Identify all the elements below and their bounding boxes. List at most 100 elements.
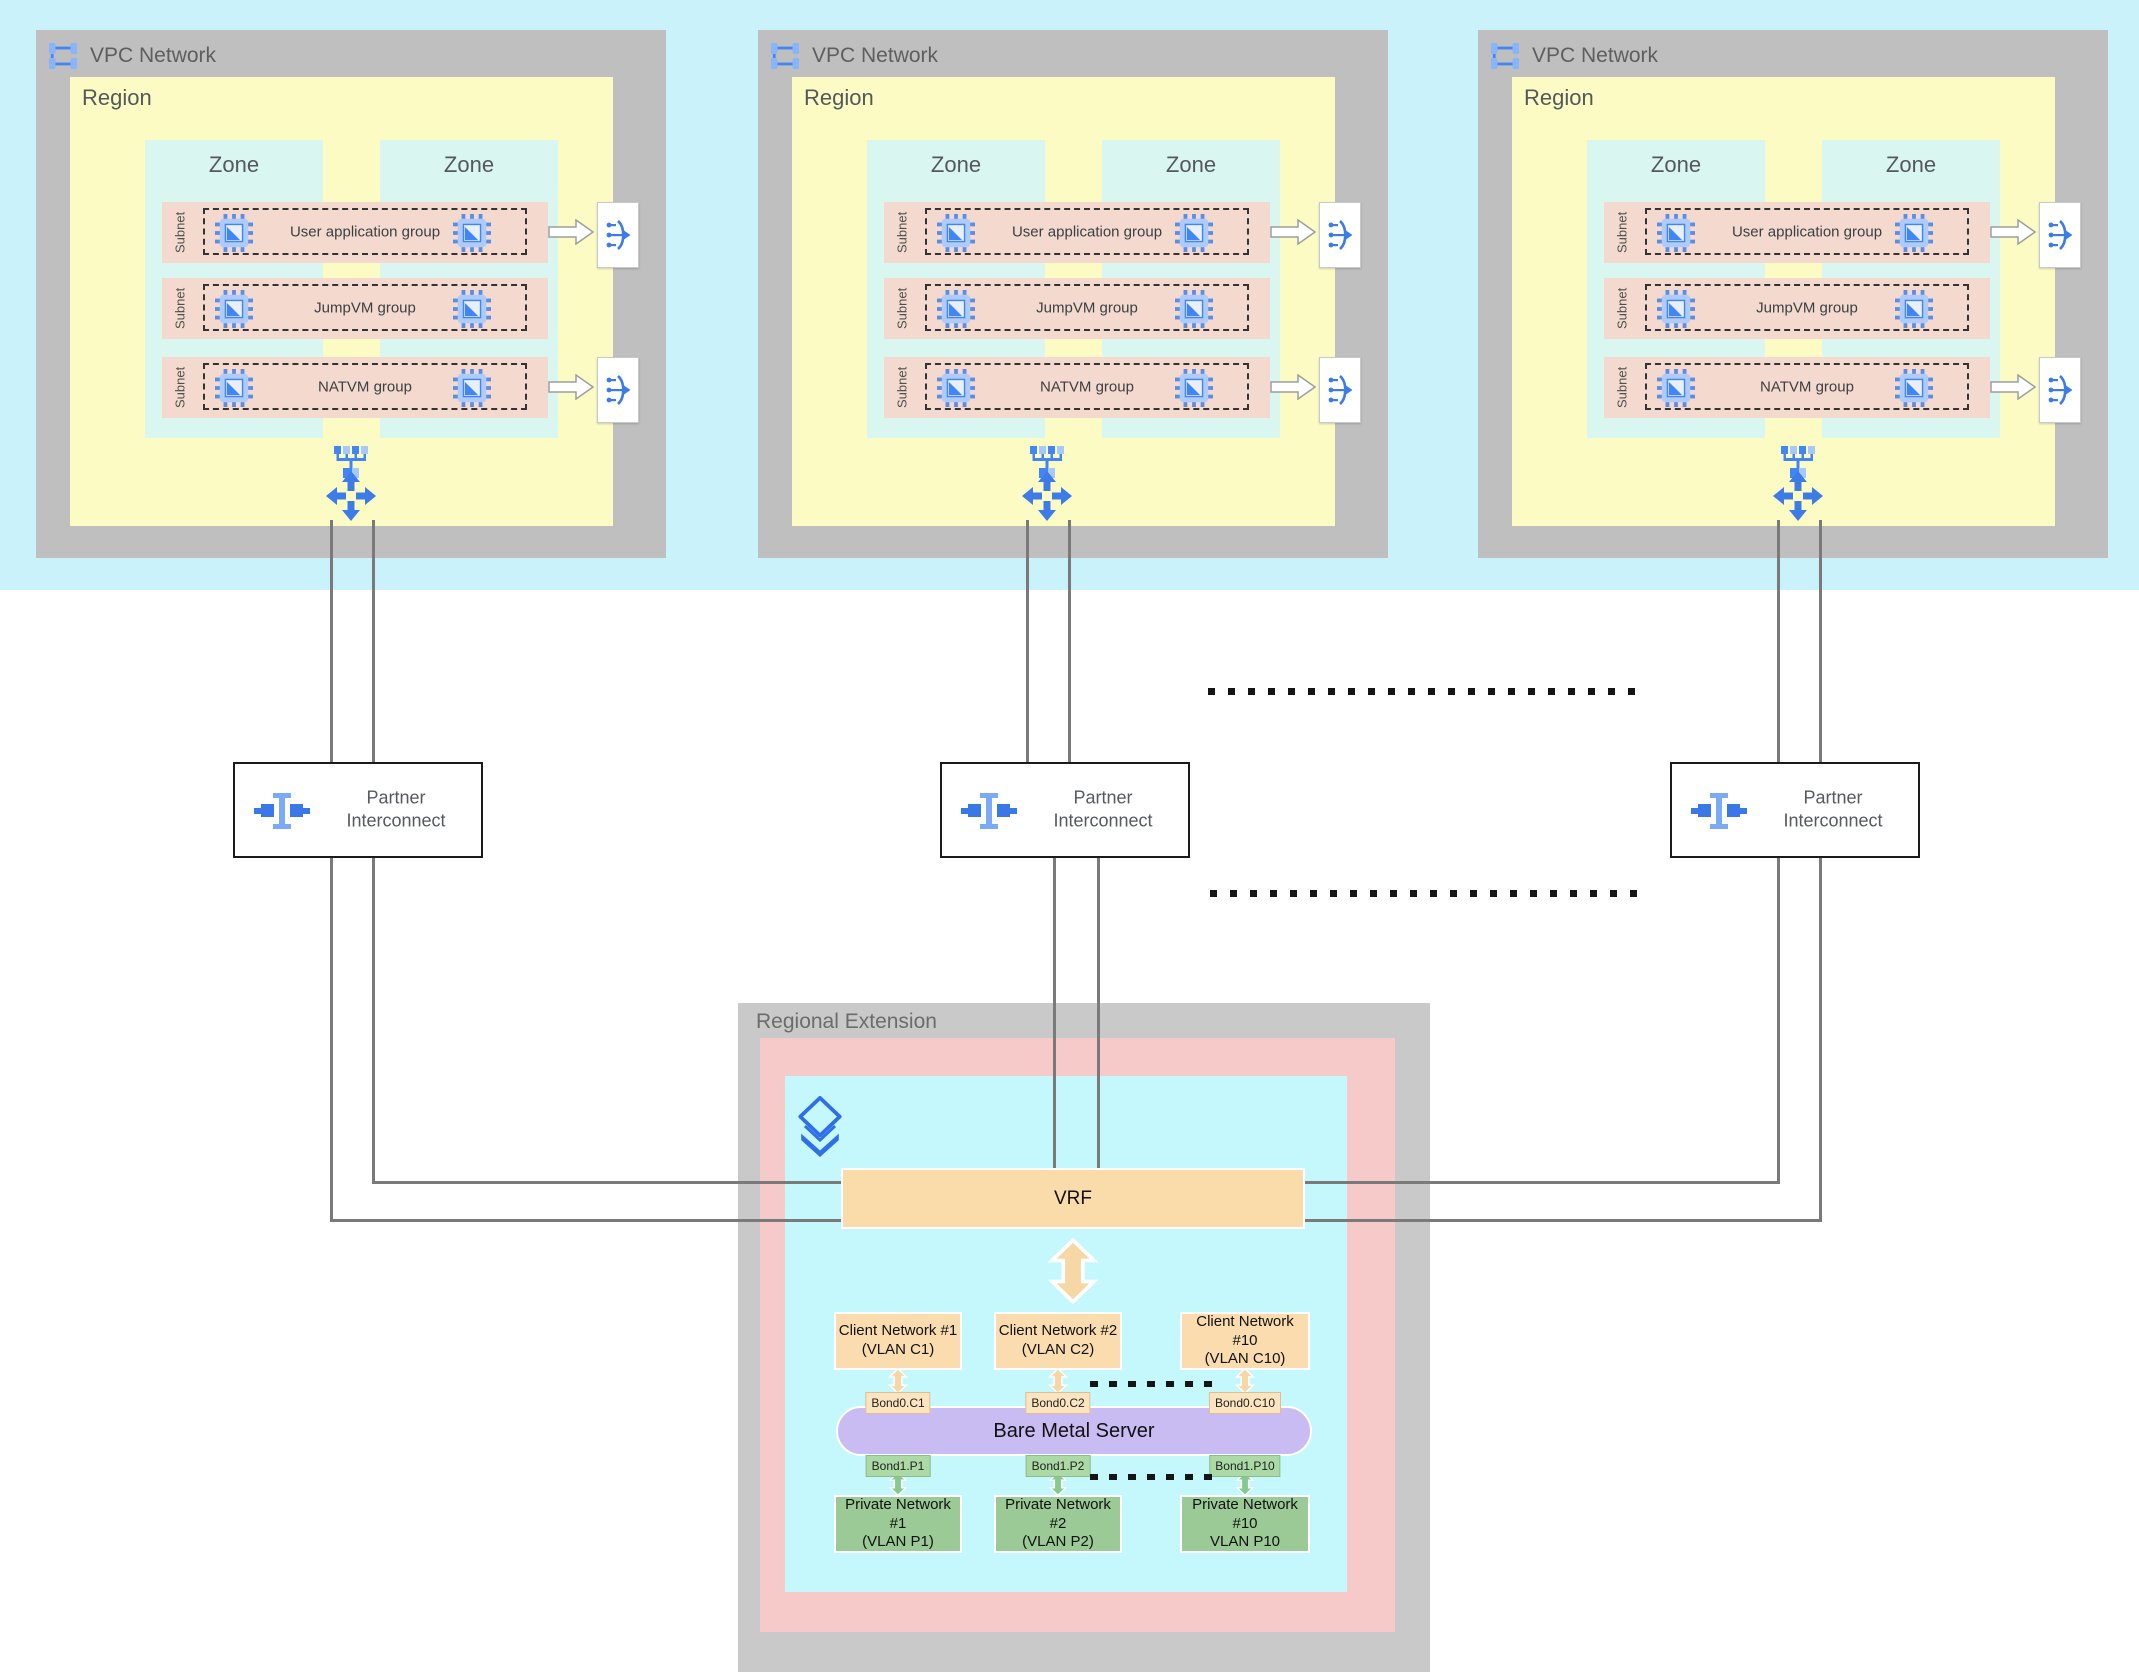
instance-group-label: JumpVM group	[1036, 299, 1138, 316]
partner-interconnect-label: Partner Interconnect	[346, 787, 446, 831]
subnet-row: Subnet User application group	[162, 202, 548, 263]
instance-group-label: User application group	[289, 223, 441, 240]
subnet-row: Subnet NATVM group	[162, 357, 548, 418]
partner-interconnect-box: Partner Interconnect	[233, 762, 483, 858]
subnet-row: Subnet NATVM group	[884, 357, 1270, 418]
bond-interface-label: Bond1.P10	[1209, 1455, 1281, 1477]
load-balancer-icon	[605, 373, 631, 407]
subnet-label: Subnet	[894, 366, 910, 409]
partner-interconnect-label: Partner Interconnect	[1053, 787, 1153, 831]
interconnect-icon	[253, 789, 311, 833]
subnet-label: Subnet	[172, 366, 188, 409]
region-label: Region	[1524, 85, 1594, 110]
vrf-bar: VRF	[841, 1168, 1305, 1229]
zone-label: Zone	[443, 152, 495, 177]
instance-group-box: JumpVM group	[925, 284, 1249, 331]
connector-line	[372, 520, 375, 762]
vpc-network-title: VPC Network	[90, 44, 217, 67]
load-balancer-box	[597, 202, 639, 268]
compute-vm-icon	[1175, 214, 1213, 252]
instance-group-label: NATVM group	[318, 378, 412, 395]
partner-interconnect-label: Partner Interconnect	[1783, 787, 1883, 831]
connector-line	[1777, 520, 1780, 762]
dotted-separator	[1210, 890, 1640, 897]
dotted-separator	[1090, 1381, 1212, 1387]
instance-group-box: JumpVM group	[203, 284, 527, 331]
bare-metal-server-label: Bare Metal Server	[993, 1419, 1155, 1442]
subnet-label: Subnet	[894, 211, 910, 254]
instance-group-box: NATVM group	[1645, 363, 1969, 410]
instance-group-label: User application group	[1731, 223, 1883, 240]
private-network-box: Private Network #2 (VLAN P2)	[994, 1495, 1122, 1553]
compute-vm-icon	[453, 214, 491, 252]
subnet-label: Subnet	[1614, 366, 1630, 409]
load-balancer-box	[1319, 202, 1361, 268]
bond-double-arrow	[1046, 1368, 1070, 1394]
connector-line	[330, 520, 333, 762]
bond-double-arrow	[886, 1368, 910, 1394]
subnet-label: Subnet	[894, 287, 910, 330]
to-loadbalancer-arrow	[1270, 374, 1316, 400]
bond-interface-label: Bond0.C1	[865, 1392, 931, 1414]
load-balancer-box	[1319, 357, 1361, 423]
compute-vm-icon	[1175, 290, 1213, 328]
subnet-row: Subnet JumpVM group	[1604, 278, 1990, 339]
private-network-box: Private Network #10 VLAN P10	[1180, 1495, 1310, 1553]
dotted-separator	[1208, 688, 1636, 695]
region-box: Region Zone Zone Subnet User application…	[70, 77, 639, 526]
load-balancer-icon	[2047, 373, 2073, 407]
instance-group-label: NATVM group	[1040, 378, 1134, 395]
regional-extension-title: Regional Extension	[756, 1010, 937, 1033]
subnet-label: Subnet	[172, 287, 188, 330]
connector-line	[1026, 520, 1029, 762]
load-balancer-icon	[605, 218, 631, 252]
zone-label: Zone	[1885, 152, 1937, 177]
connector-line	[1097, 858, 1100, 1168]
vrf-label: VRF	[1054, 1187, 1092, 1209]
zone-label: Zone	[208, 152, 260, 177]
cloud-router-icon	[1772, 470, 1824, 522]
cloud-router-icon	[1021, 470, 1073, 522]
client-network-box: Client Network #10 (VLAN C10)	[1180, 1312, 1310, 1370]
client-network-box: Client Network #1 (VLAN C1)	[834, 1312, 962, 1370]
subnet-row: Subnet JumpVM group	[162, 278, 548, 339]
vpc-network-icon	[48, 41, 78, 71]
connector-line	[330, 1219, 841, 1222]
partner-interconnect-box: Partner Interconnect	[1670, 762, 1920, 858]
load-balancer-icon	[1327, 373, 1353, 407]
load-balancer-box	[2039, 202, 2081, 268]
connector-line	[1305, 1181, 1780, 1184]
subnet-row: Subnet JumpVM group	[884, 278, 1270, 339]
client-network-box: Client Network #2 (VLAN C2)	[994, 1312, 1122, 1370]
cloud-router-icon	[325, 470, 377, 522]
connector-line	[1819, 520, 1822, 762]
subnet-row: Subnet User application group	[884, 202, 1270, 263]
instance-group-box: User application group	[203, 208, 527, 255]
instance-group-box: User application group	[925, 208, 1249, 255]
to-loadbalancer-arrow	[1990, 374, 2036, 400]
vpc-network-block-3: VPC Network Region Zone Zone Subnet User…	[1478, 30, 2108, 558]
vpc-network-block-2: VPC Network Region Zone Zone Subnet User…	[758, 30, 1388, 558]
interconnect-icon	[1690, 789, 1748, 833]
subnet-row: Subnet User application group	[1604, 202, 1990, 263]
instance-group-label: User application group	[1011, 223, 1163, 240]
bond-double-arrow	[1233, 1368, 1257, 1394]
vpc-network-title: VPC Network	[812, 44, 939, 67]
zone-label: Zone	[930, 152, 982, 177]
connector-line	[330, 858, 333, 1222]
zone-label: Zone	[1650, 152, 1702, 177]
layers-icon	[797, 1096, 843, 1158]
dotted-separator	[1090, 1474, 1212, 1480]
instance-group-box: User application group	[1645, 208, 1969, 255]
subnet-label: Subnet	[172, 211, 188, 254]
region-label: Region	[804, 85, 874, 110]
compute-vm-icon	[1895, 369, 1933, 407]
connector-line	[1777, 855, 1780, 1184]
subnet-label: Subnet	[1614, 211, 1630, 254]
to-loadbalancer-arrow	[548, 219, 594, 245]
vpc-network-block-1: VPC Network Region Zone Zone Subnet User…	[36, 30, 666, 558]
region-label: Region	[82, 85, 152, 110]
connector-line	[1053, 858, 1056, 1168]
instance-group-label: NATVM group	[1760, 378, 1854, 395]
to-loadbalancer-arrow	[548, 374, 594, 400]
